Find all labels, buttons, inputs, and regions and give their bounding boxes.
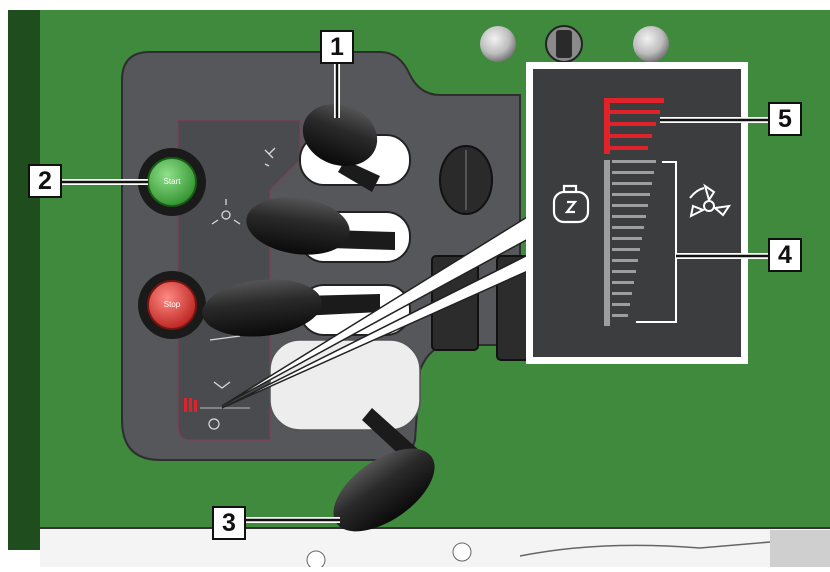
callout-5: 5 [768,102,802,136]
top-knob-right [633,26,669,62]
stop-button-label: Stop [152,300,192,309]
callout-2: 2 [28,164,62,198]
callout-3: 3 [212,506,246,540]
callout-4: 4 [768,238,802,272]
start-button-label: Start [152,177,192,186]
callout-1: 1 [320,30,354,64]
machine-side-edge [8,10,40,550]
top-knob-left [480,26,516,62]
